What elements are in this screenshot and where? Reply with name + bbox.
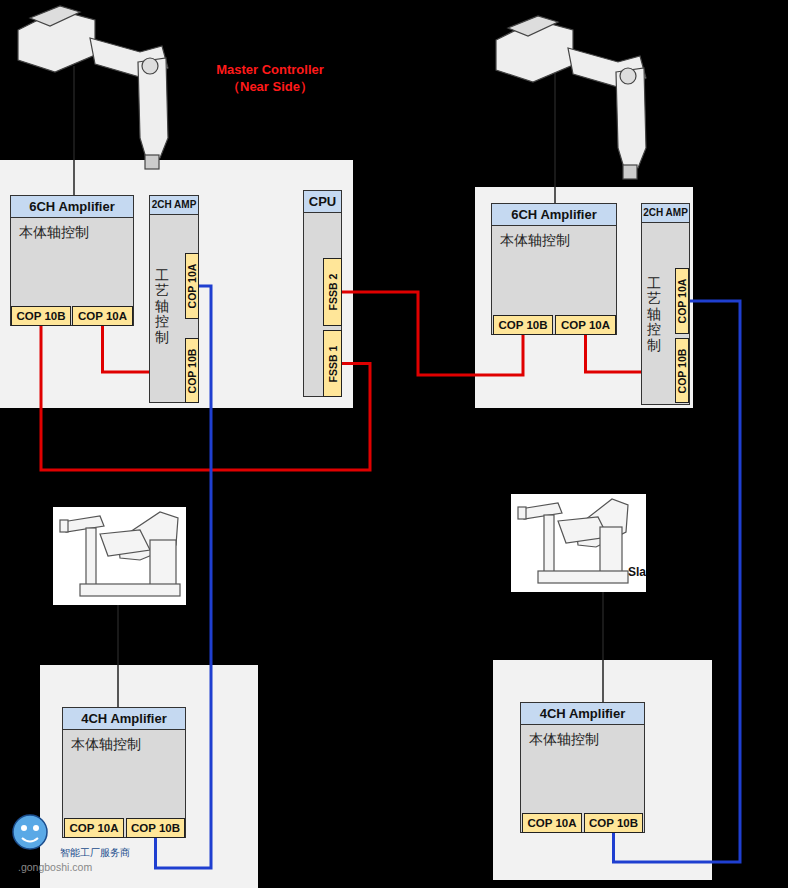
box-body: 本体轴控制	[492, 226, 616, 256]
port-name: COP 10A	[561, 319, 610, 331]
port-name: FSSB 1	[327, 345, 339, 382]
port-name: COP 10A	[78, 310, 127, 322]
robot-cable	[73, 66, 75, 195]
connector-port: COP 10A	[64, 818, 124, 838]
connector-port: COP 10B	[126, 818, 185, 838]
port-name: FSSB 2	[327, 274, 339, 311]
robot-cable	[117, 605, 119, 707]
watermark: 智能工厂服务商	[60, 846, 170, 860]
cpu-box: FSSB 2 FSSB 1 CPU	[303, 190, 342, 397]
watermark: .gongboshi.com	[18, 861, 128, 873]
controller-panel	[40, 665, 258, 888]
cut-label: Sla	[628, 565, 658, 579]
box-heading: 4CH Amplifier	[521, 703, 644, 725]
port-name: COP 10B	[676, 348, 688, 393]
amplifier-box: COP 10A COP 10B 2CH AMP 工艺轴控制	[641, 203, 690, 405]
scara-robot	[53, 507, 186, 605]
box-heading: 6CH Amplifier	[11, 196, 133, 218]
box-body: 工艺轴控制	[647, 276, 661, 353]
robot-arm	[18, 6, 168, 169]
connector-port: COP 10A	[675, 268, 689, 334]
robot-cable	[602, 592, 604, 702]
port-name: COP 10B	[498, 319, 547, 331]
port-name: COP 10A	[676, 279, 688, 324]
connector-port: COP 10A	[185, 253, 199, 319]
amplifier-box: COP 10A COP 10B 4CH Amplifier本体轴控制	[62, 707, 186, 838]
amplifier-box: COP 10B COP 10A 6CH Amplifier本体轴控制	[10, 195, 134, 326]
connector-port: COP 10B	[675, 338, 689, 403]
box-body: 工艺轴控制	[155, 268, 169, 345]
box-body: 本体轴控制	[11, 218, 133, 248]
connector-port: FSSB 2	[323, 258, 342, 326]
connector-port: COP 10B	[493, 315, 553, 335]
box-heading: 6CH Amplifier	[492, 204, 616, 226]
port-name: COP 10B	[589, 817, 638, 829]
amplifier-box: COP 10A COP 10B 2CH AMP 工艺轴控制	[149, 195, 199, 403]
connector-port: COP 10B	[11, 306, 71, 326]
connector-port: COP 10A	[555, 315, 616, 335]
box-heading: 2CH AMP	[642, 204, 689, 223]
amplifier-box: COP 10B COP 10A 6CH Amplifier本体轴控制	[491, 203, 617, 335]
port-name: COP 10B	[131, 822, 180, 834]
box-heading: CPU	[304, 191, 341, 213]
robot-arm	[496, 16, 646, 179]
box-heading: 4CH Amplifier	[63, 708, 185, 730]
connector-port: FSSB 1	[323, 330, 342, 397]
port-name: COP 10B	[186, 348, 198, 393]
amplifier-box: COP 10A COP 10B 4CH Amplifier本体轴控制	[520, 702, 645, 833]
connector-port: COP 10B	[584, 813, 643, 833]
box-body: 本体轴控制	[63, 730, 185, 760]
watermark-logo	[13, 815, 47, 849]
connector-port: COP 10A	[72, 306, 133, 326]
box-body: 本体轴控制	[521, 725, 644, 755]
robot-cable	[554, 70, 556, 203]
port-name: COP 10A	[527, 817, 576, 829]
scara-robot	[511, 494, 646, 592]
port-name: COP 10A	[186, 264, 198, 309]
connector-port: COP 10B	[185, 338, 199, 403]
port-name: COP 10B	[16, 310, 65, 322]
port-name: COP 10A	[69, 822, 118, 834]
box-heading: 2CH AMP	[150, 196, 198, 215]
controller-panel	[0, 160, 353, 408]
title-note: Master Controller （Near Side）	[200, 61, 340, 95]
connector-port: COP 10A	[522, 813, 582, 833]
